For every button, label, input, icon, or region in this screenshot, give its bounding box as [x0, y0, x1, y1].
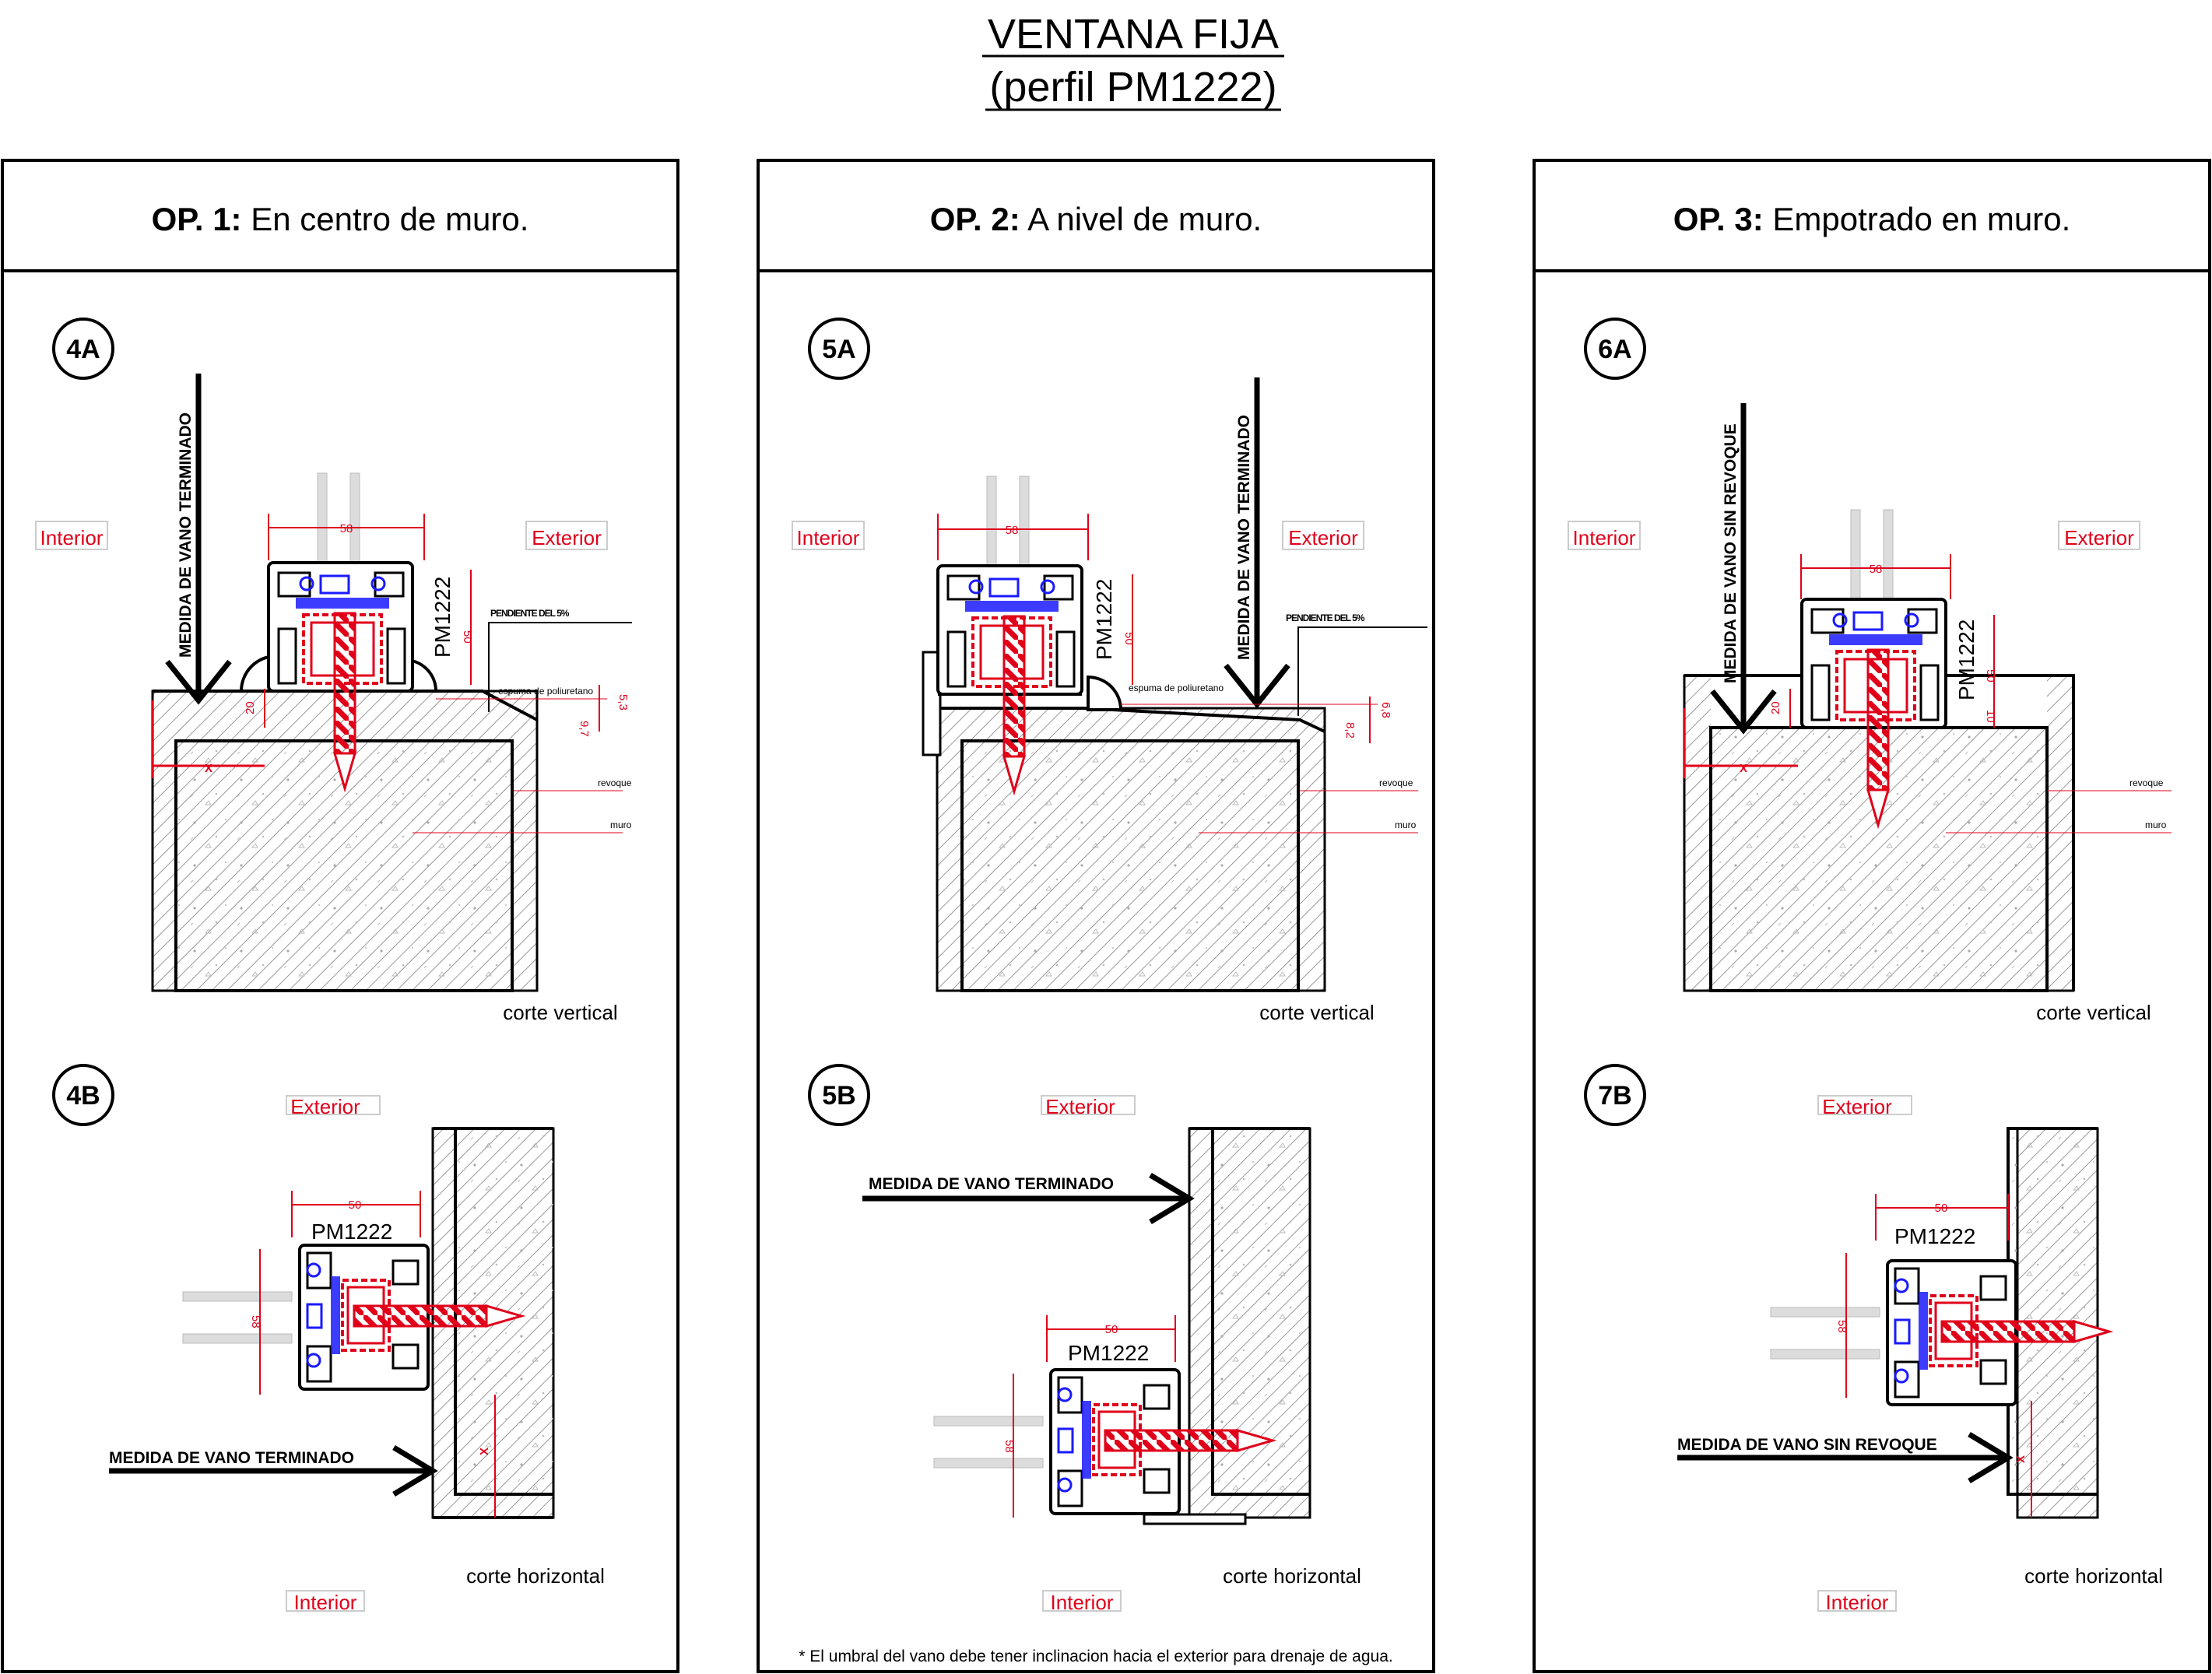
interior-label-bottom: Interior: [294, 1591, 357, 1614]
detail-badge-5b: 5B: [822, 1081, 855, 1111]
dim-50-top: 50: [1935, 1202, 1948, 1215]
panel-1: 4A 4B Interior Exterior MEDIDA DE VANO T…: [35, 318, 632, 1614]
render-label: revoque: [598, 777, 632, 788]
caption-horizontal: corte horizontal: [1223, 1564, 1361, 1588]
dim-58-side: 58: [249, 1315, 262, 1328]
detail-badge-5a: 5A: [822, 335, 855, 364]
dim-50-label: 50: [1122, 632, 1136, 645]
title-line-2: (perfil PM1222): [989, 64, 1276, 111]
dim-p1-a: 5,3: [616, 694, 630, 711]
dim-p1-b: 9,7: [578, 721, 591, 737]
exterior-label: Exterior: [532, 526, 602, 549]
exterior-label-bottom: Exterior: [1822, 1095, 1892, 1118]
vertical-measure-label: MEDIDA DE VANO TERMINADO: [1235, 415, 1253, 660]
panel-3: 6A 7B Interior Exterior MEDIDA DE VANO S…: [1568, 318, 2172, 1614]
slope-label: PENDIENTE DEL 5%: [1286, 612, 1365, 623]
render-label: revoque: [1379, 777, 1413, 788]
panel-1-header: OP. 1: En centro de muro.: [152, 201, 529, 237]
dim-50-top: 50: [1105, 1323, 1118, 1336]
detail-badge-7b: 7B: [1598, 1081, 1631, 1111]
wall-label: muro: [2145, 819, 2167, 830]
footnote: * El umbral del vano debe tener inclinac…: [799, 1648, 1393, 1665]
slope-label: PENDIENTE DEL 5%: [490, 608, 570, 619]
vertical-measure-label: MEDIDA DE VANO TERMINADO: [177, 412, 195, 658]
panel-frames: [1, 159, 2211, 1673]
caption-vertical: corte vertical: [503, 1001, 617, 1024]
detail-badge-6a: 6A: [1598, 335, 1631, 364]
x-mark: X: [1740, 762, 1747, 775]
horizontal-measure-label: MEDIDA DE VANO SIN REVOQUE: [1677, 1436, 1937, 1454]
profile-code-bottom: PM1222: [311, 1220, 392, 1244]
exterior-label-bottom: Exterior: [1045, 1095, 1115, 1118]
foam-label: espuma de poliuretano: [1129, 683, 1224, 693]
dim-10-label: 10: [1984, 710, 1997, 723]
caption-horizontal: corte horizontal: [466, 1564, 605, 1588]
caption-horizontal: corte horizontal: [2024, 1564, 2163, 1588]
profile-code-bottom: PM1222: [1894, 1224, 1975, 1248]
wall-label: muro: [1395, 819, 1417, 830]
horizontal-measure-label: MEDIDA DE VANO TERMINADO: [869, 1175, 1114, 1193]
vertical-measure-label: MEDIDA DE VANO SIN REVOQUE: [1722, 423, 1740, 683]
dim-58-side: 58: [1002, 1440, 1016, 1453]
x-mark: X: [205, 762, 212, 775]
dim-58-side: 58: [1835, 1320, 1849, 1333]
wall-label: muro: [610, 819, 632, 830]
interior-label: Interior: [797, 526, 860, 549]
x-mark-bottom: X: [2014, 1455, 2028, 1463]
profile-code: PM1222: [1954, 619, 1979, 700]
dim-20-label: 20: [244, 701, 257, 714]
interior-label-bottom: Interior: [1826, 1591, 1889, 1614]
panel-3-header: OP. 3: Empotrado en muro.: [1673, 201, 2070, 237]
title-line-1: VENTANA FIJA: [988, 11, 1279, 58]
dim-50-top: 50: [349, 1198, 362, 1212]
dim-p2-b: 8,2: [1343, 722, 1357, 739]
foam-label: espuma de poliuretano: [498, 686, 593, 697]
x-mark-bottom: X: [478, 1448, 491, 1455]
horizontal-measure-label: MEDIDA DE VANO TERMINADO: [109, 1449, 354, 1467]
exterior-label-bottom: Exterior: [290, 1095, 360, 1118]
dim-58-label: 58: [340, 522, 353, 535]
interior-label: Interior: [1573, 526, 1636, 549]
dim-p2-a: 6,8: [1379, 702, 1392, 718]
panel-2-header: OP. 2: A nivel de muro.: [930, 201, 1262, 237]
detail-badge-4b: 4B: [66, 1081, 100, 1111]
detail-badge-4a: 4A: [66, 335, 100, 364]
dim-50-label: 50: [1984, 669, 1997, 683]
render-label: revoque: [2129, 777, 2164, 788]
dim-20-label: 20: [1769, 701, 1782, 714]
dim-58-label: 58: [1006, 524, 1019, 537]
caption-vertical: corte vertical: [2036, 1001, 2151, 1024]
interior-label: Interior: [40, 526, 104, 549]
profile-code-bottom: PM1222: [1068, 1341, 1149, 1365]
exterior-label: Exterior: [2064, 526, 2134, 549]
interior-label-bottom: Interior: [1051, 1591, 1114, 1614]
dim-58-label: 58: [1870, 563, 1883, 576]
caption-vertical: corte vertical: [1259, 1001, 1374, 1024]
dim-50-label: 50: [461, 630, 474, 644]
profile-code: PM1222: [430, 577, 455, 658]
panel-2: 5A 5B Interior Exterior MEDIDA DE VANO T…: [792, 318, 1427, 1665]
exterior-label: Exterior: [1288, 526, 1358, 549]
profile-code: PM1222: [1092, 579, 1116, 660]
